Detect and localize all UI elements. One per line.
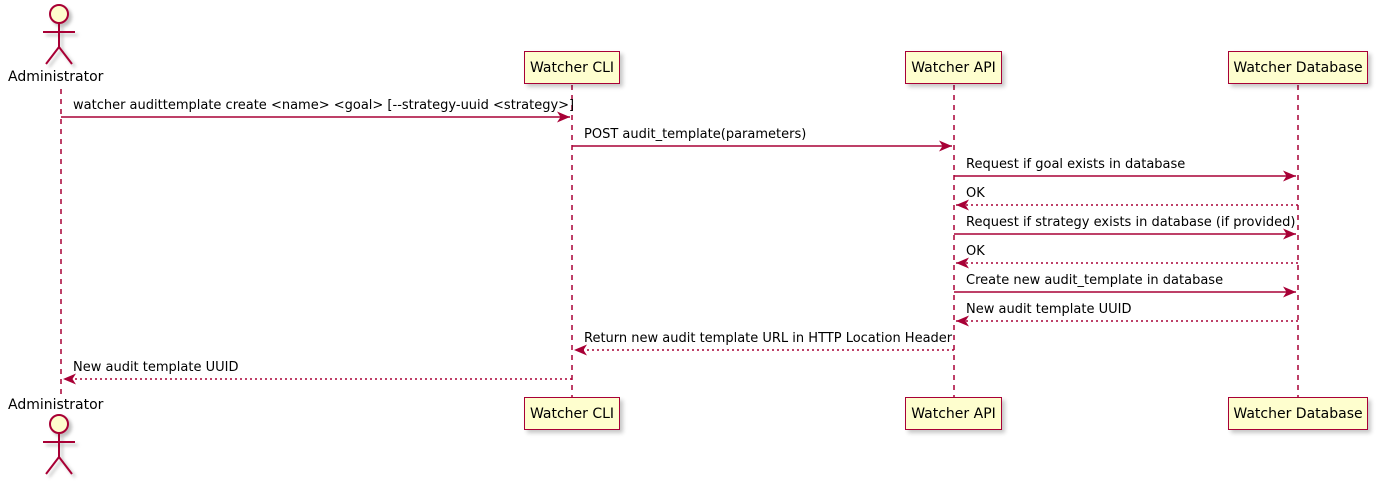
message-label-6: OK: [966, 244, 985, 259]
message-arrowhead-4: [956, 199, 969, 211]
message-arrowhead-5: [1283, 228, 1296, 240]
participant-label-watcher-db: Watcher Database: [1233, 59, 1363, 76]
participant-label-watcher-cli-bottom: Watcher CLI: [529, 405, 615, 422]
lifelines: [60, 85, 1299, 397]
message-label-1: watcher audittemplate create <name> <goa…: [73, 98, 575, 113]
message-label-4: OK: [966, 186, 985, 201]
message-arrowhead-6: [956, 257, 969, 269]
message-arrowhead-2: [939, 140, 952, 152]
message-arrowhead-10: [63, 373, 76, 385]
message-label-10: New audit template UUID: [73, 360, 239, 375]
actor-administrator-bottom: [43, 414, 75, 475]
participant-box-watcher-cli-bottom[interactable]: Watcher CLI: [524, 397, 620, 430]
participant-box-watcher-api-bottom[interactable]: Watcher API: [905, 397, 1002, 430]
message-label-7: Create new audit_template in database: [966, 273, 1224, 288]
actor-label-administrator-bottom: Administrator: [8, 398, 103, 412]
actor-label-administrator-top-text: Administrator: [8, 69, 104, 85]
participant-label-watcher-cli: Watcher CLI: [529, 59, 615, 76]
actor-label-administrator-bottom-text: Administrator: [8, 397, 104, 413]
message-arrowhead-1: [557, 111, 570, 123]
participant-box-watcher-db-bottom[interactable]: Watcher Database: [1228, 397, 1368, 430]
message-arrows: [61, 111, 1298, 385]
message-label-5: Request if strategy exists in database (…: [966, 215, 1296, 230]
participant-label-watcher-api: Watcher API: [911, 59, 996, 76]
message-label-9: Return new audit template URL in HTTP Lo…: [584, 331, 953, 346]
message-label-2: POST audit_template(parameters): [584, 127, 807, 142]
actor-administrator-top: [43, 4, 75, 65]
message-arrowhead-8: [956, 315, 969, 327]
participant-box-watcher-db-top[interactable]: Watcher Database: [1228, 51, 1368, 84]
message-arrowhead-7: [1283, 286, 1296, 298]
participant-box-watcher-api-top[interactable]: Watcher API: [905, 51, 1002, 84]
actor-label-administrator-top: Administrator: [8, 70, 103, 84]
participant-box-watcher-cli-top[interactable]: Watcher CLI: [524, 51, 620, 84]
message-label-8: New audit template UUID: [966, 302, 1132, 317]
message-label-3: Request if goal exists in database: [966, 157, 1186, 172]
message-arrowhead-9: [574, 344, 587, 356]
participant-label-watcher-db-bottom: Watcher Database: [1233, 405, 1363, 422]
message-arrowhead-3: [1283, 170, 1296, 182]
participant-label-watcher-api-bottom: Watcher API: [911, 405, 996, 422]
